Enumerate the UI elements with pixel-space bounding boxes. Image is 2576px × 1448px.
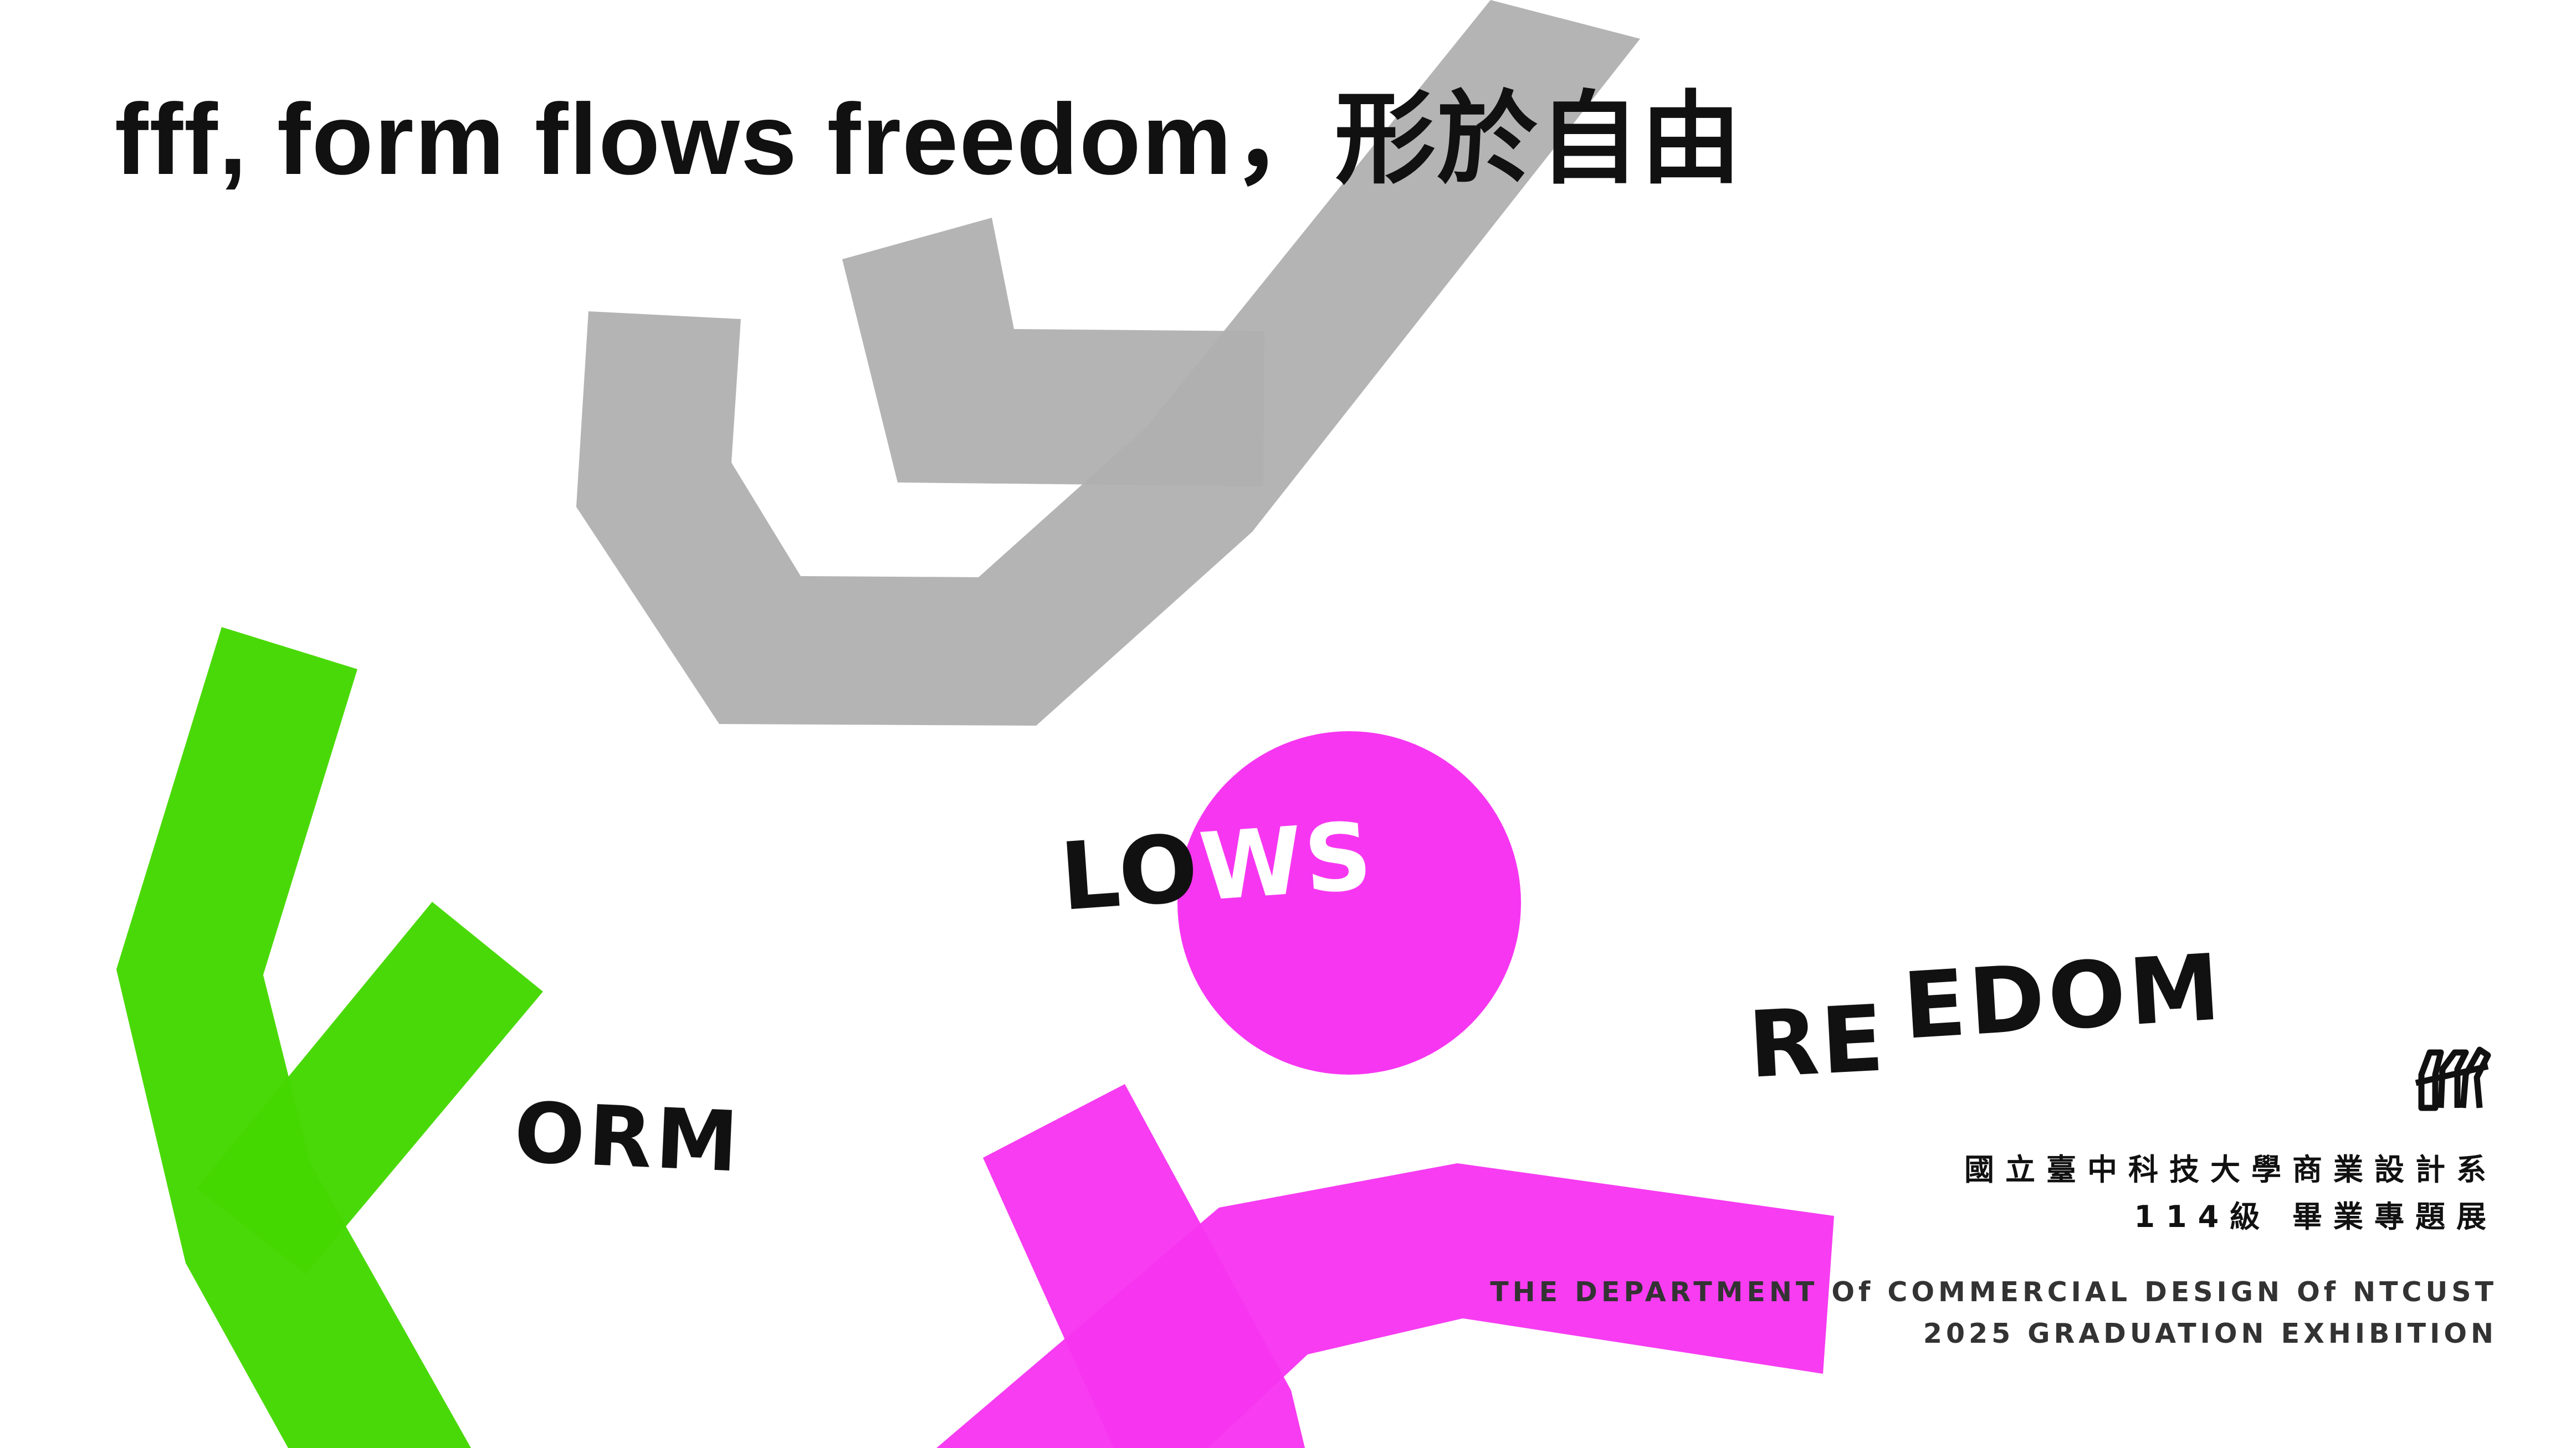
- magenta-stroke-long: [936, 1163, 1834, 1448]
- institution-name-zh: 國立臺中科技大學商業設計系: [1964, 1152, 2497, 1187]
- word-freedom-b: EDOM: [1900, 934, 2226, 1060]
- exhibition-title-zh: 114級 畢業專題展: [2134, 1199, 2497, 1234]
- green-stroke-large: [116, 627, 471, 1448]
- green-stroke-small: [197, 902, 543, 1274]
- word-freedom-b-text: EDOM: [1900, 934, 2226, 1060]
- word-form-text: ORM: [512, 1085, 744, 1191]
- department-logo-icon: [2415, 1046, 2491, 1111]
- gray-stroke-large: [576, 0, 1640, 726]
- magenta-circle: [1177, 731, 1521, 1075]
- word-flows-light: WS: [1196, 801, 1377, 922]
- word-form: ORM: [512, 1085, 743, 1191]
- word-flows-dark: LO: [1057, 813, 1204, 932]
- exhibition-title-en: 2025 GRADUATION EXHIBITION: [1923, 1318, 2497, 1349]
- headline-chinese: ，形於自由: [1232, 83, 1743, 196]
- gray-stroke-small: [842, 218, 1264, 486]
- institution-name-en: THE DEPARTMENT Of COMMERCIAL DESIGN Of N…: [1490, 1276, 2497, 1308]
- headline: fff, form flows freedom，形於自由: [115, 89, 1743, 189]
- word-freedom-a: RE: [1746, 985, 1888, 1098]
- word-flows: LOWS: [1057, 802, 1377, 932]
- headline-english: fff, form flows freedom: [115, 83, 1233, 196]
- word-freedom-a-text: RE: [1745, 985, 1889, 1098]
